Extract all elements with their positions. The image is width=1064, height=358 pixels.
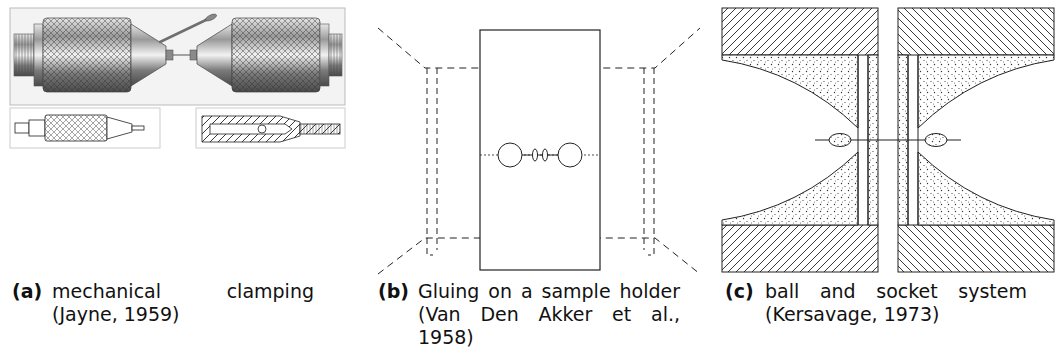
illustration-part: [543, 149, 548, 161]
illustration-part: [722, 152, 858, 225]
illustration-part: [196, 108, 345, 148]
chuck-photo: [10, 8, 345, 105]
illustration-part: [232, 18, 320, 92]
fibre-with-balls: [815, 134, 961, 147]
illustration-part: [329, 34, 342, 76]
panel-letter: (a): [12, 280, 52, 303]
illustration-part: [34, 24, 43, 86]
illustration-part: [533, 149, 538, 161]
illustration-part: [160, 19, 208, 42]
illustration-part: [329, 34, 342, 76]
illustration-part: [205, 13, 218, 23]
panel-caption: Gluing on a sample holder (Van Den Akker…: [418, 280, 680, 348]
illustration-part: [480, 30, 600, 270]
illustration-part: [14, 34, 34, 76]
illustration-part: [300, 124, 340, 134]
chuck-drawings: [10, 108, 345, 148]
illustration-part: [107, 117, 132, 139]
illustration-part: [300, 124, 340, 134]
illustration-part: [202, 116, 300, 142]
illustration-part: [648, 68, 654, 255]
illustration-part: [132, 126, 144, 130]
panel-caption: mechanical clamping (Jayne, 1959): [52, 280, 314, 326]
illustration-part: [43, 18, 131, 92]
illustration-part: [190, 50, 197, 60]
illustration-part: [43, 18, 131, 92]
illustration-part: [258, 125, 266, 133]
illustration-part: [173, 55, 190, 56]
illustration-part: [197, 24, 232, 86]
illustration-part: [522, 155, 558, 156]
panel-caption: ball and socket system (Kersavage, 1973): [765, 280, 1027, 326]
illustration-part: [722, 55, 858, 128]
illustration-part: [644, 68, 645, 250]
illustration-part: [10, 8, 345, 105]
illustration-part: [437, 68, 438, 250]
panel-letter: (b): [378, 280, 418, 303]
illustration-part: [14, 34, 34, 76]
illustration-part: [15, 123, 29, 133]
illustration-part: [925, 134, 947, 147]
illustration-part: [498, 143, 522, 167]
illustration-part: [558, 143, 582, 167]
panel-letter: (c): [725, 280, 765, 303]
illustration-part: [722, 225, 878, 272]
illustration-part: [427, 68, 433, 255]
illustration-part: [29, 120, 45, 136]
illustration-part: [45, 115, 107, 141]
illustration-part: [131, 24, 166, 86]
illustration-part: [232, 18, 320, 92]
illustration-part: [829, 134, 851, 147]
illustration-part: [722, 8, 878, 55]
illustration-part: [45, 115, 107, 141]
illustration-part: [210, 124, 292, 134]
illustration-part: [166, 50, 173, 60]
sample-holder: [378, 28, 700, 274]
illustration-part: [320, 24, 329, 86]
illustration-part: [10, 108, 160, 148]
